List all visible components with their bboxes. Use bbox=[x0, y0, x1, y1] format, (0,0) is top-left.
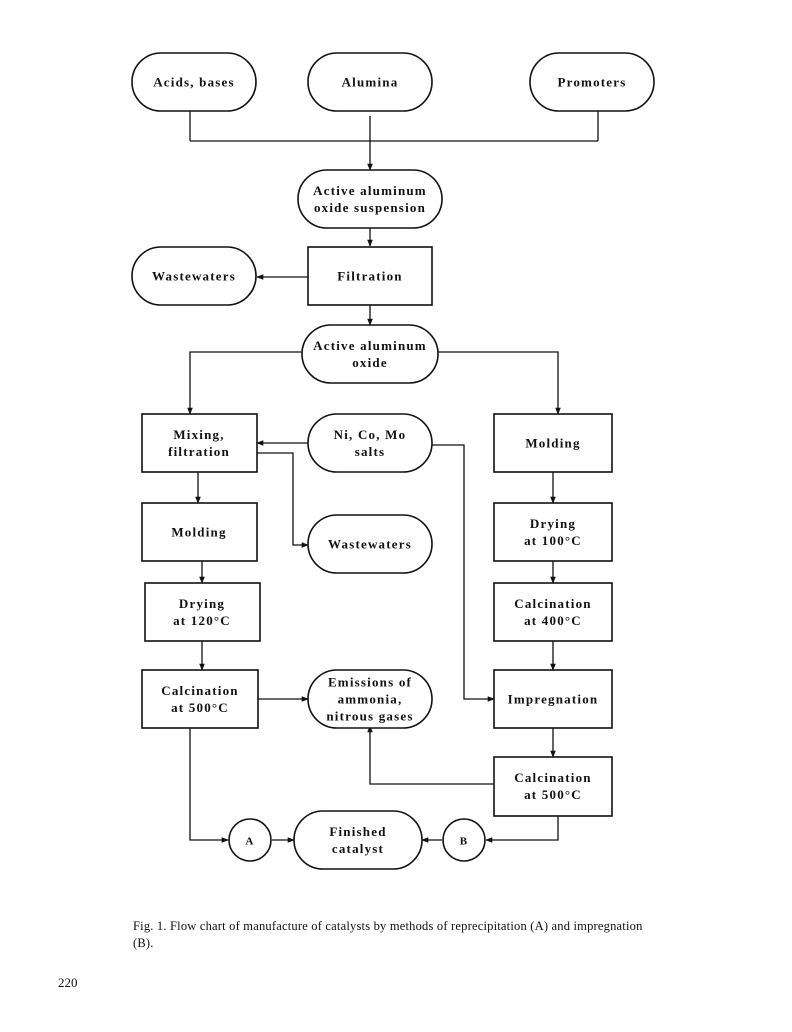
page-number: 220 bbox=[58, 975, 78, 990]
node-label-line: ammonia, bbox=[338, 692, 403, 707]
arrow-calcination-right-to-b bbox=[485, 816, 559, 843]
svg-text:Impregnation: Impregnation bbox=[508, 692, 599, 707]
svg-text:B: B bbox=[460, 836, 469, 848]
node-label-line: at 100°C bbox=[524, 533, 582, 548]
node-calcination-500-left: Calcination at 500°C bbox=[141, 669, 259, 729]
svg-text:Mixing,filtration: Mixing, filtration bbox=[168, 427, 230, 459]
node-label-line: Calcination bbox=[514, 596, 591, 611]
arrow-salts-to-impregnation bbox=[432, 444, 495, 702]
node-drying-120: Drying at 120°C bbox=[144, 582, 261, 642]
node-label-line: at 400°C bbox=[524, 613, 582, 628]
node-label-line: catalyst bbox=[332, 841, 384, 856]
node-acids-bases: Acids, bases bbox=[131, 52, 257, 112]
node-mixing-filtration: Mixing, filtration bbox=[141, 413, 258, 473]
node-molding-left: Molding bbox=[141, 502, 258, 562]
figure-caption: Fig. 1. Flow chart of manufacture of cat… bbox=[133, 919, 643, 950]
svg-text:Molding: Molding bbox=[171, 525, 226, 540]
node-label-line: Ni, Co, Mo bbox=[334, 427, 407, 442]
node-label-line: Promoters bbox=[557, 75, 626, 90]
node-active-aluminum-oxide: Active aluminum oxide bbox=[301, 324, 439, 384]
svg-text:Wastewaters: Wastewaters bbox=[328, 537, 412, 552]
svg-text:Promoters: Promoters bbox=[557, 75, 626, 90]
node-label-line: Finished bbox=[329, 824, 386, 839]
arrow-mixing-to-wastewaters bbox=[257, 452, 309, 548]
svg-text:A: A bbox=[245, 836, 254, 848]
node-impregnation: Impregnation bbox=[493, 669, 613, 729]
node-drying-100: Drying at 100°C bbox=[493, 502, 613, 562]
svg-text:Filtration: Filtration bbox=[337, 269, 402, 284]
svg-text:Wastewaters: Wastewaters bbox=[152, 269, 236, 284]
node-label-line: nitrous gases bbox=[326, 709, 413, 724]
node-calcination-400: Calcination at 400°C bbox=[493, 582, 613, 642]
node-label-line: Molding bbox=[171, 525, 226, 540]
svg-text:Alumina: Alumina bbox=[342, 75, 399, 90]
node-label-line: Emissions of bbox=[328, 675, 412, 690]
node-label-line: Active aluminum bbox=[313, 338, 427, 353]
node-label-line: Molding bbox=[525, 436, 580, 451]
node-label-line: Mixing, bbox=[173, 427, 224, 442]
node-label-line: Impregnation bbox=[508, 692, 599, 707]
node-label-line: A bbox=[245, 836, 254, 848]
node-wastewaters-middle: Wastewaters bbox=[307, 514, 433, 574]
node-circle-a: A bbox=[228, 818, 272, 862]
node-emissions: Emissions of ammonia, nitrous gases bbox=[307, 669, 433, 729]
arrow-active-oxide-to-mixing bbox=[187, 351, 302, 415]
node-label-line: at 500°C bbox=[524, 787, 582, 802]
svg-text:Acids, bases: Acids, bases bbox=[153, 75, 235, 90]
node-label-line: oxide suspension bbox=[314, 200, 426, 215]
node-label-line: Calcination bbox=[161, 683, 238, 698]
node-promoters: Promoters bbox=[529, 52, 655, 112]
node-label-line: Drying bbox=[179, 596, 225, 611]
flow-chart: Acids, bases Alumina Promoters Active al… bbox=[131, 52, 655, 870]
node-circle-b: B bbox=[442, 818, 486, 862]
node-label-line: Wastewaters bbox=[152, 269, 236, 284]
node-label-line: Drying bbox=[530, 516, 576, 531]
arrow-active-oxide-to-molding bbox=[438, 351, 561, 415]
arrow-calcination-left-to-a bbox=[189, 728, 229, 843]
node-ni-co-mo-salts: Ni, Co, Mo salts bbox=[307, 413, 433, 473]
connectors bbox=[187, 111, 599, 843]
node-label-line: at 120°C bbox=[173, 613, 231, 628]
node-label-line: at 500°C bbox=[171, 700, 229, 715]
node-molding-right: Molding bbox=[493, 413, 613, 473]
node-finished-catalyst: Finished catalyst bbox=[293, 810, 423, 870]
node-label-line: Filtration bbox=[337, 269, 402, 284]
node-active-aluminum-oxide-suspension: Active aluminum oxide suspension bbox=[297, 169, 443, 229]
node-calcination-500-right: Calcination at 500°C bbox=[493, 756, 613, 817]
svg-text:Molding: Molding bbox=[525, 436, 580, 451]
node-label-line: salts bbox=[355, 444, 386, 459]
node-label-line: oxide bbox=[352, 355, 388, 370]
node-label-line: Acids, bases bbox=[153, 75, 235, 90]
node-label-line: B bbox=[460, 836, 469, 848]
node-label-line: Alumina bbox=[342, 75, 399, 90]
node-filtration: Filtration bbox=[307, 246, 433, 306]
node-label-line: filtration bbox=[168, 444, 230, 459]
node-alumina: Alumina bbox=[307, 52, 433, 112]
node-label-line: Active aluminum bbox=[313, 183, 427, 198]
node-label-line: Wastewaters bbox=[328, 537, 412, 552]
arrow-calcination-right-to-emissions bbox=[367, 725, 494, 785]
node-label-line: Calcination bbox=[514, 770, 591, 785]
node-wastewaters-top: Wastewaters bbox=[131, 246, 257, 306]
